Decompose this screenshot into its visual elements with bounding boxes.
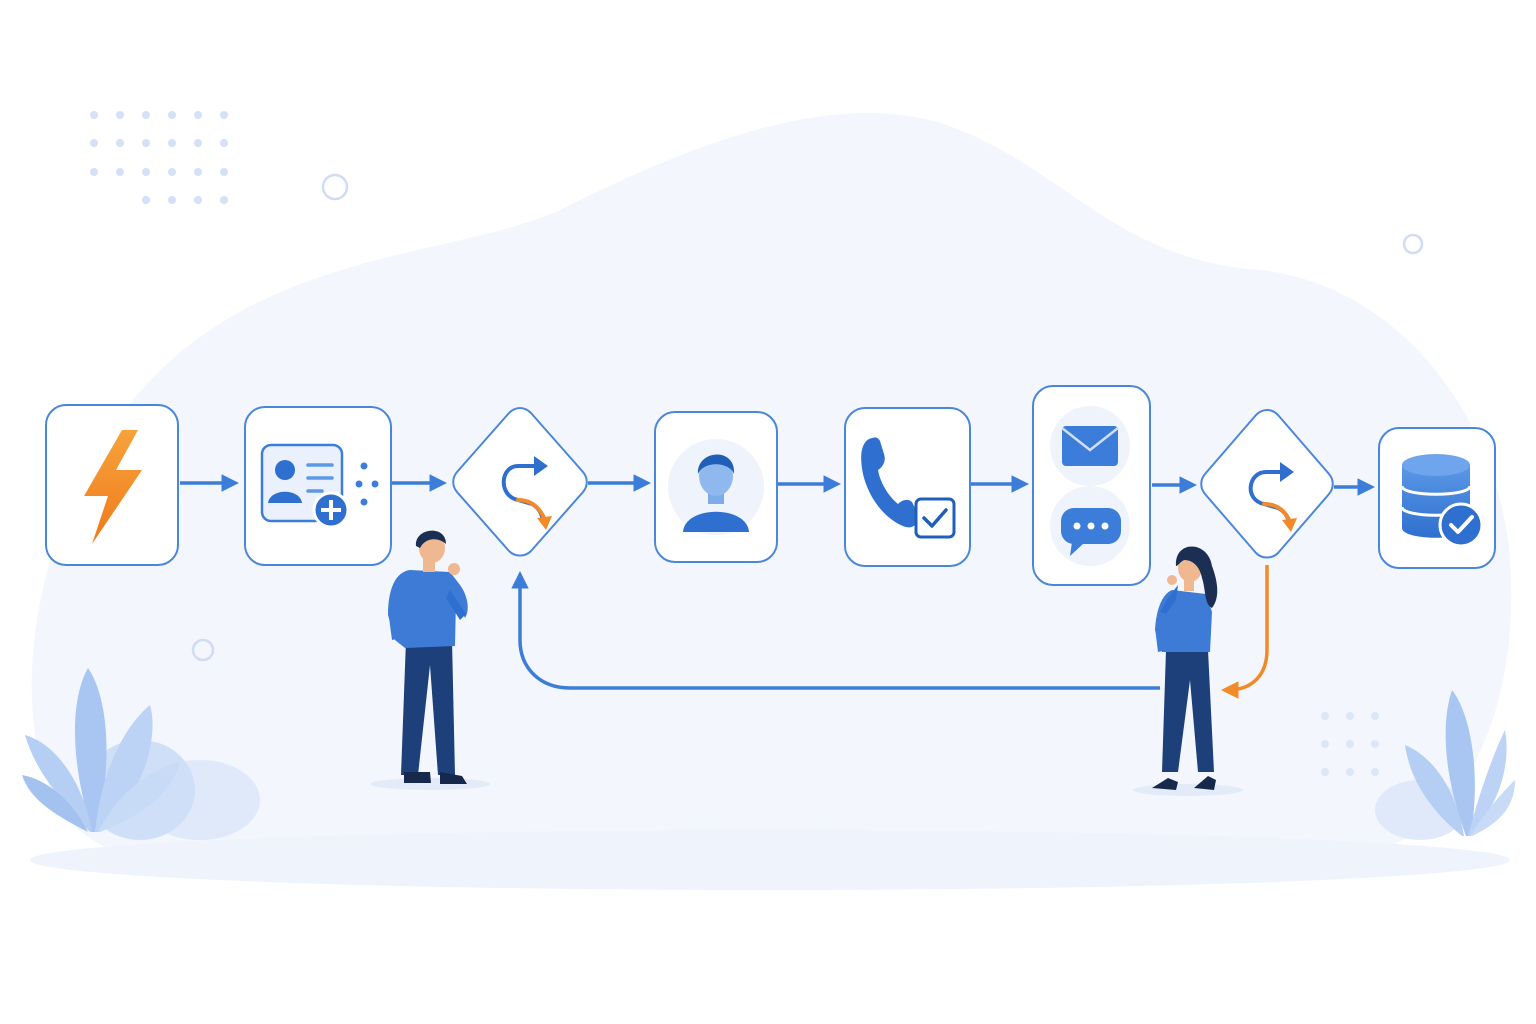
woman-thinking-figure [1133,546,1243,796]
lightning-bolt-icon [84,430,142,544]
branch-decision-icon [501,456,552,530]
add-contact-card-icon [260,443,379,529]
step-user-profile[interactable] [654,411,778,563]
plant-right [1375,690,1515,840]
plant-left [22,668,260,840]
decorative-dot-grid-bottom-right [1321,712,1379,776]
ground-shadow [30,830,1510,890]
email-and-chat-icon [1050,406,1130,566]
decorative-dot-grid-top-left [90,111,228,204]
step-decision-1[interactable] [452,406,588,557]
step-email-and-chat[interactable] [1032,385,1151,586]
user-profile-icon [668,439,764,535]
decorative-ring [321,173,349,201]
decorative-ring [1402,233,1424,255]
step-trigger[interactable] [45,404,179,566]
step-add-contact[interactable] [244,406,392,566]
step-decision-2[interactable] [1200,408,1334,559]
forward-connectors [180,474,1375,496]
branch-connector-orange [1221,565,1269,699]
branch-decision-icon [1248,462,1297,532]
database-check-icon [1400,454,1484,548]
phone-call-check-icon [861,437,956,539]
decorative-ring [191,638,215,662]
step-database[interactable] [1378,427,1496,569]
step-phone-call[interactable] [844,407,971,567]
loop-back-connector [511,571,1160,690]
man-thinking-figure [370,530,490,790]
